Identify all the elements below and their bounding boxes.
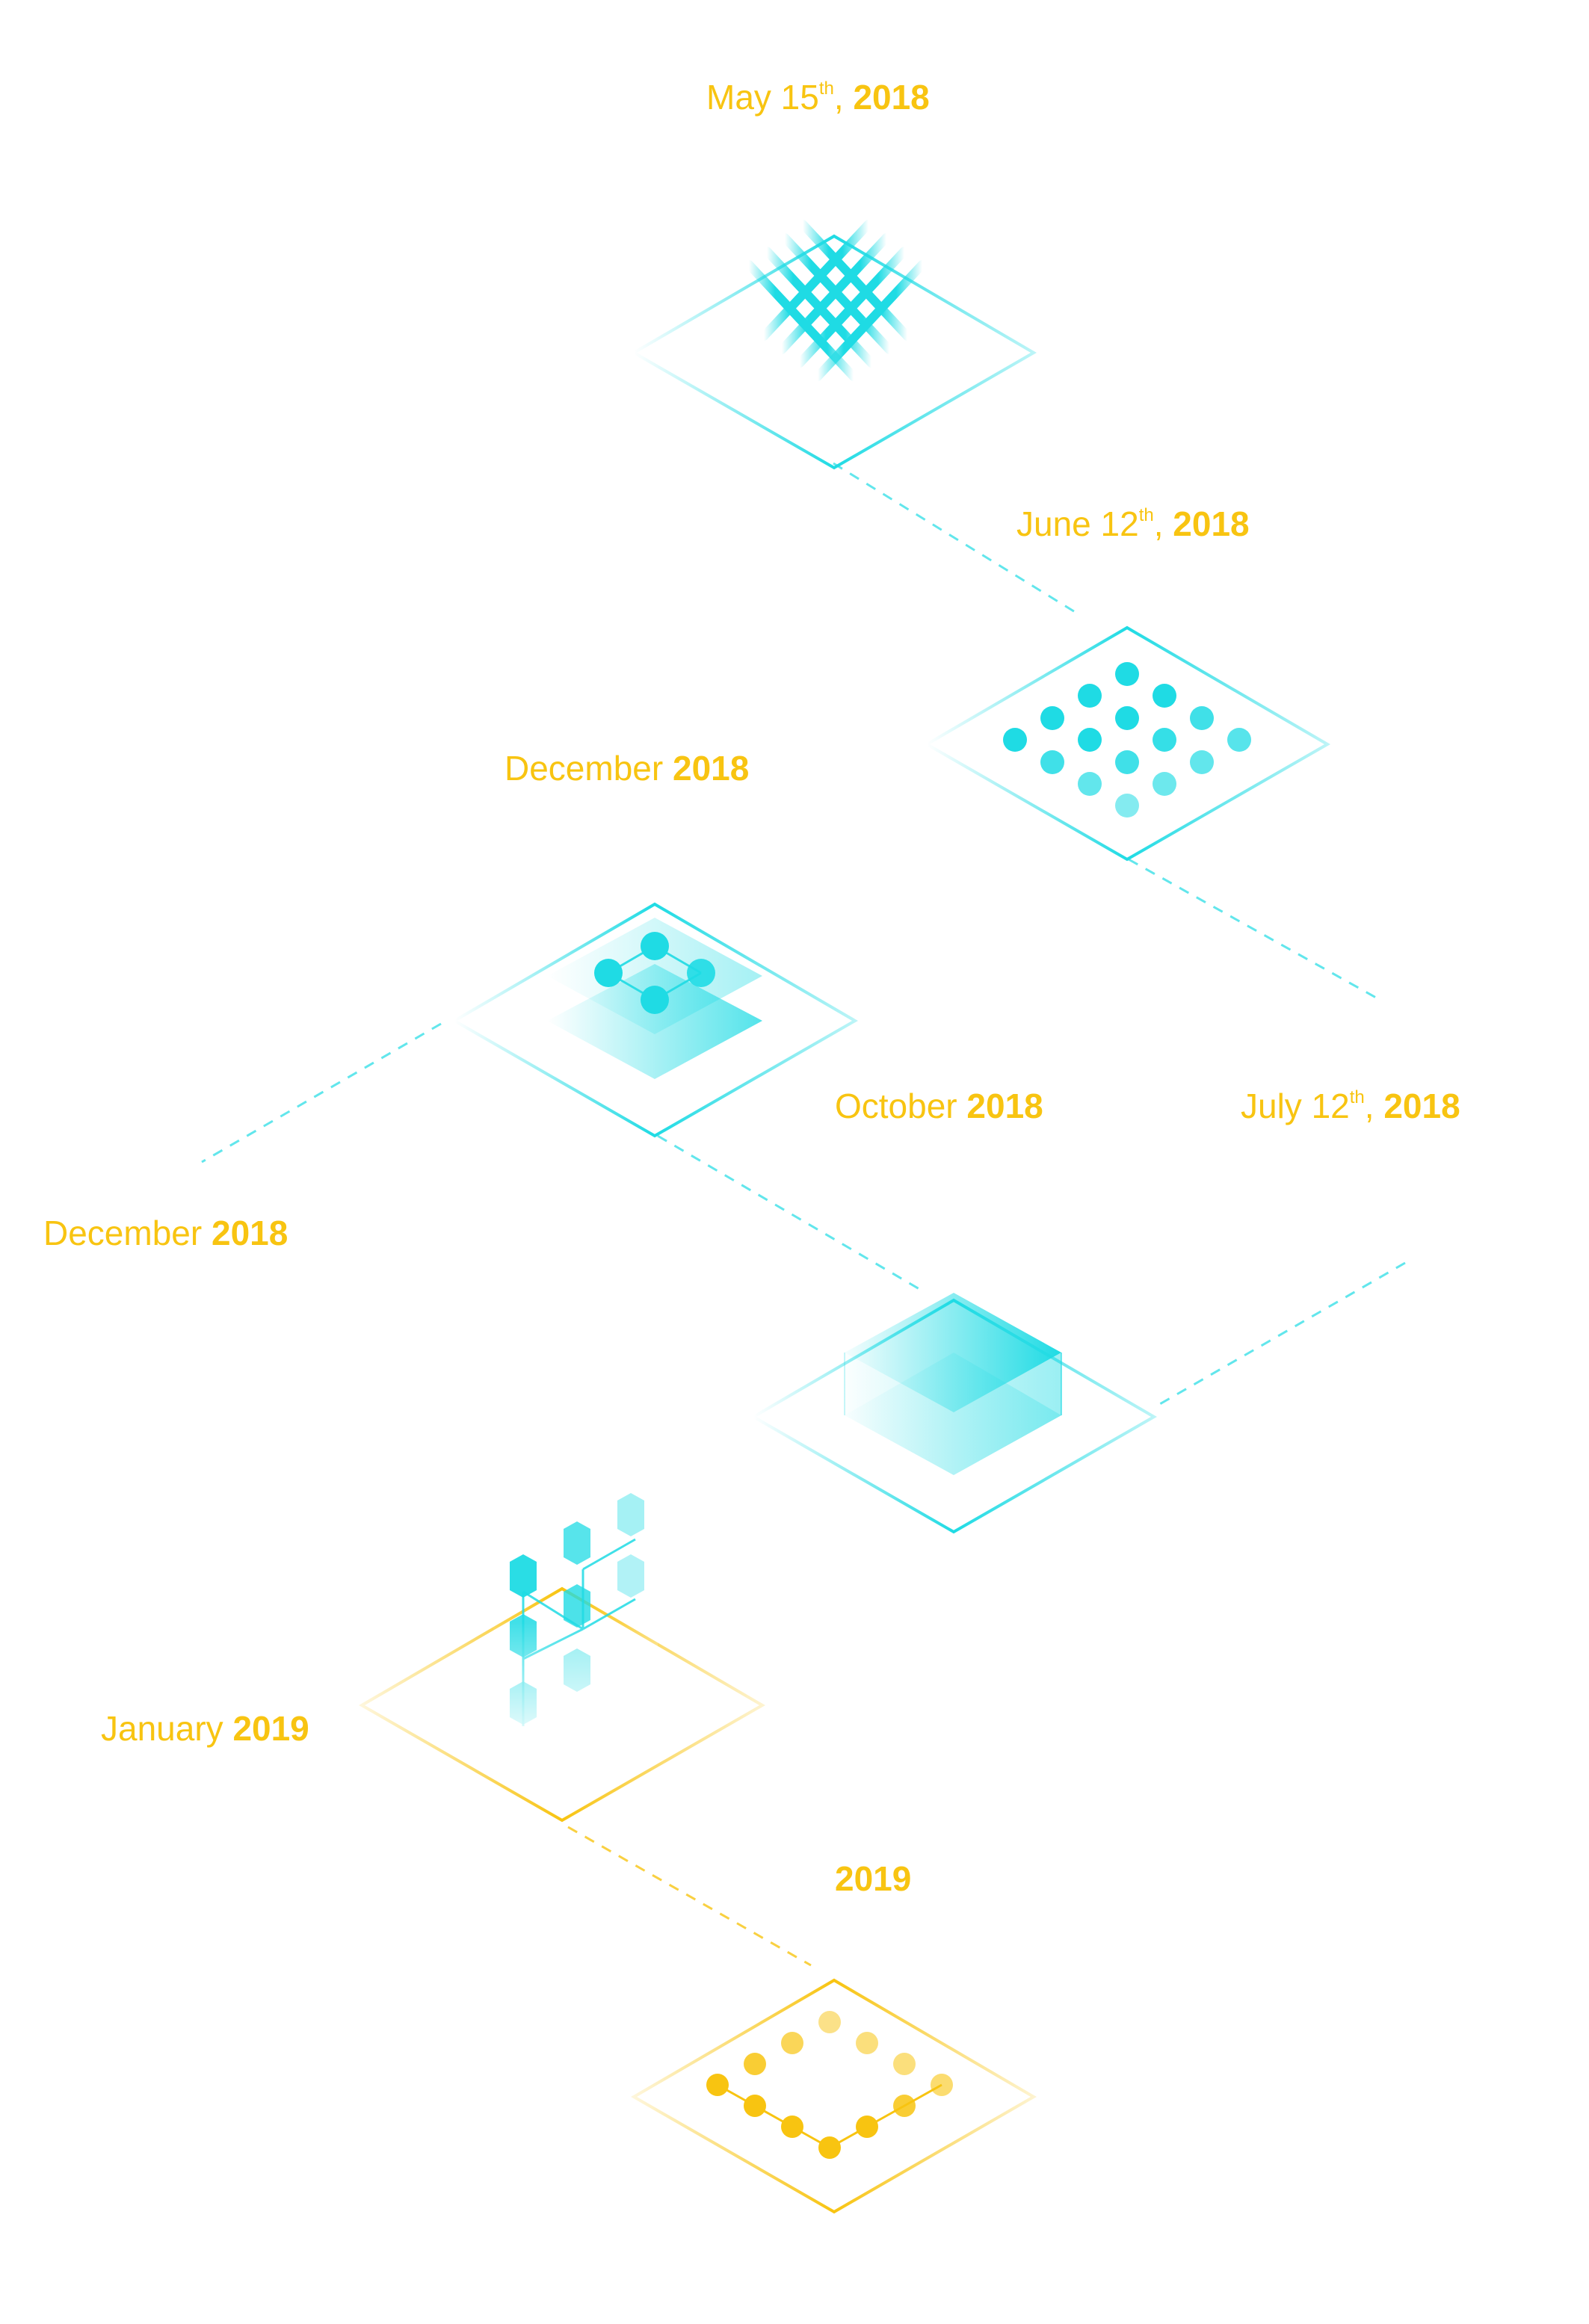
label-june-2018: June 12th, 2018	[1016, 504, 1250, 543]
crossed-lines-icon	[744, 220, 927, 381]
label-year-2019: 2019	[835, 1859, 912, 1898]
platform-may-2018	[631, 220, 1037, 470]
label-may-2018: May 15th, 2018	[706, 78, 930, 117]
stacked-block-icon	[844, 1293, 1062, 1475]
connector-january-2019	[567, 1826, 812, 1967]
platform-january-2019	[359, 1493, 765, 1823]
yellow-dot-diamond-icon	[706, 2011, 953, 2159]
dot-grid-icon	[1003, 662, 1251, 818]
cube-lattice-icon	[493, 1493, 658, 1734]
connector-june-july	[1128, 858, 1383, 1003]
connector-july-block	[1158, 1261, 1406, 1406]
platform-june-2018	[924, 625, 1330, 862]
label-december-2018-a: December 2018	[505, 749, 750, 788]
label-july-2018: July 12th, 2018	[1241, 1087, 1460, 1125]
label-january-2019: January 2019	[101, 1709, 309, 1748]
platform-block-2018	[750, 1293, 1157, 1534]
connector-lines	[201, 462, 1406, 1967]
label-december-2018-b: December 2018	[43, 1214, 289, 1252]
connector-october-block	[657, 1134, 920, 1291]
platform-2019	[631, 1978, 1037, 2214]
network-layers-icon	[547, 918, 762, 1079]
platform-october-2018	[451, 902, 858, 1138]
label-october-2018: October 2018	[835, 1087, 1043, 1125]
connector-october-december	[201, 1022, 442, 1163]
connector-may-june	[833, 462, 1077, 614]
